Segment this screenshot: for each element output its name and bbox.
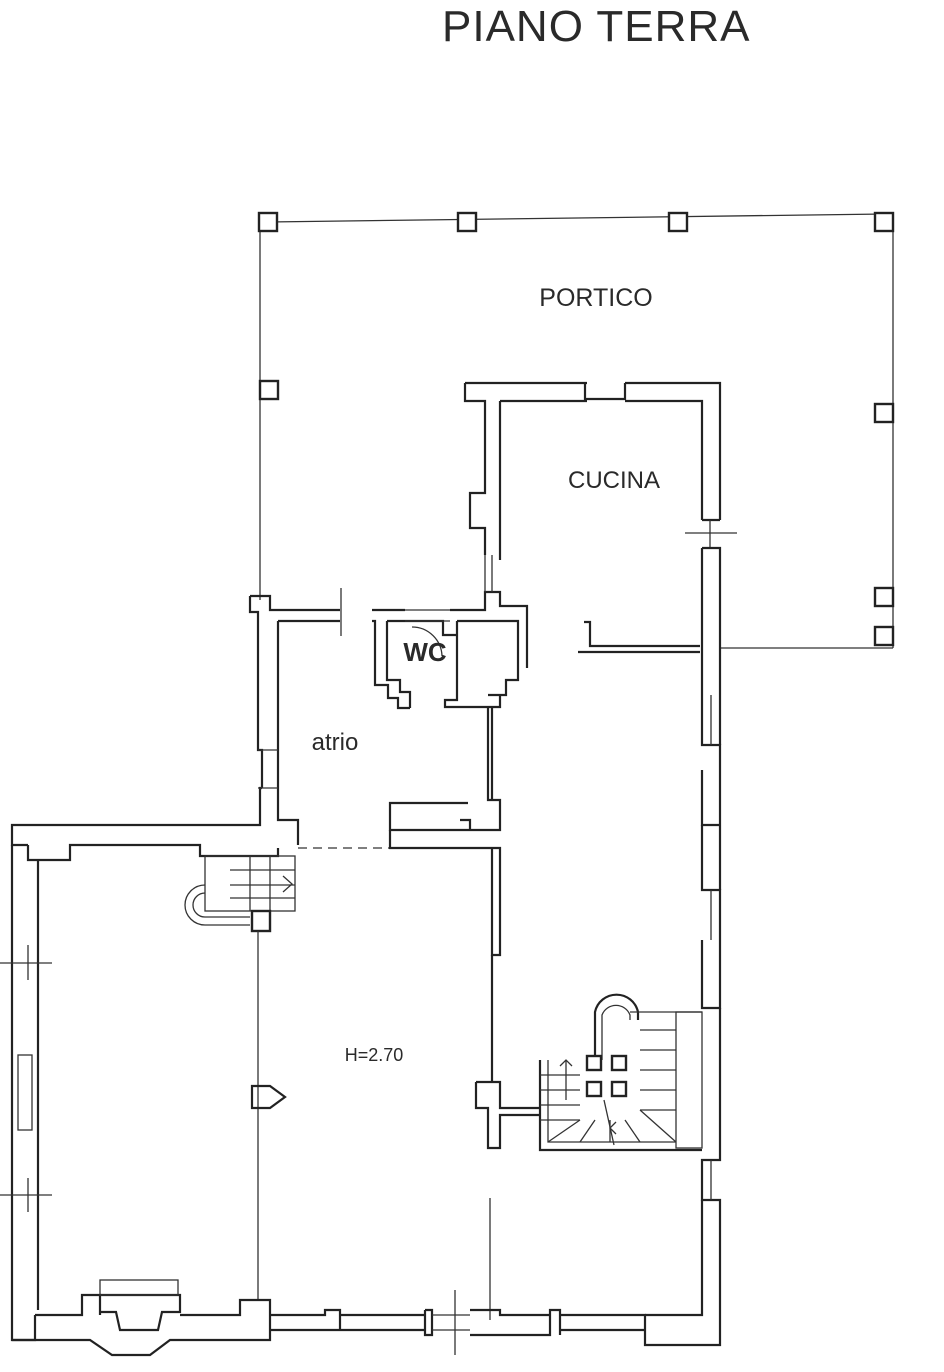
corridor-walls — [700, 695, 722, 1340]
bottom-wall — [12, 1200, 722, 1357]
living-walls — [0, 843, 280, 1342]
portico-pillars — [257, 211, 895, 647]
room-label-wc: WC — [403, 637, 447, 667]
room-label-portico: PORTICO — [539, 284, 652, 312]
main-stair — [538, 993, 703, 1152]
portico-outline — [259, 213, 894, 649]
plan-title: PIANO TERRA — [442, 2, 751, 51]
atrio-walls — [10, 596, 502, 957]
stair-partition — [474, 955, 540, 1320]
cucina-walls — [463, 381, 737, 695]
wc-walls — [250, 555, 529, 710]
room-height-label: H=2.70 — [345, 1045, 404, 1065]
room-label-atrio: atrio — [312, 729, 359, 756]
room-label-cucina: CUCINA — [568, 467, 660, 494]
living-partitions — [250, 931, 287, 1300]
spiral-stair-small — [184, 855, 296, 933]
